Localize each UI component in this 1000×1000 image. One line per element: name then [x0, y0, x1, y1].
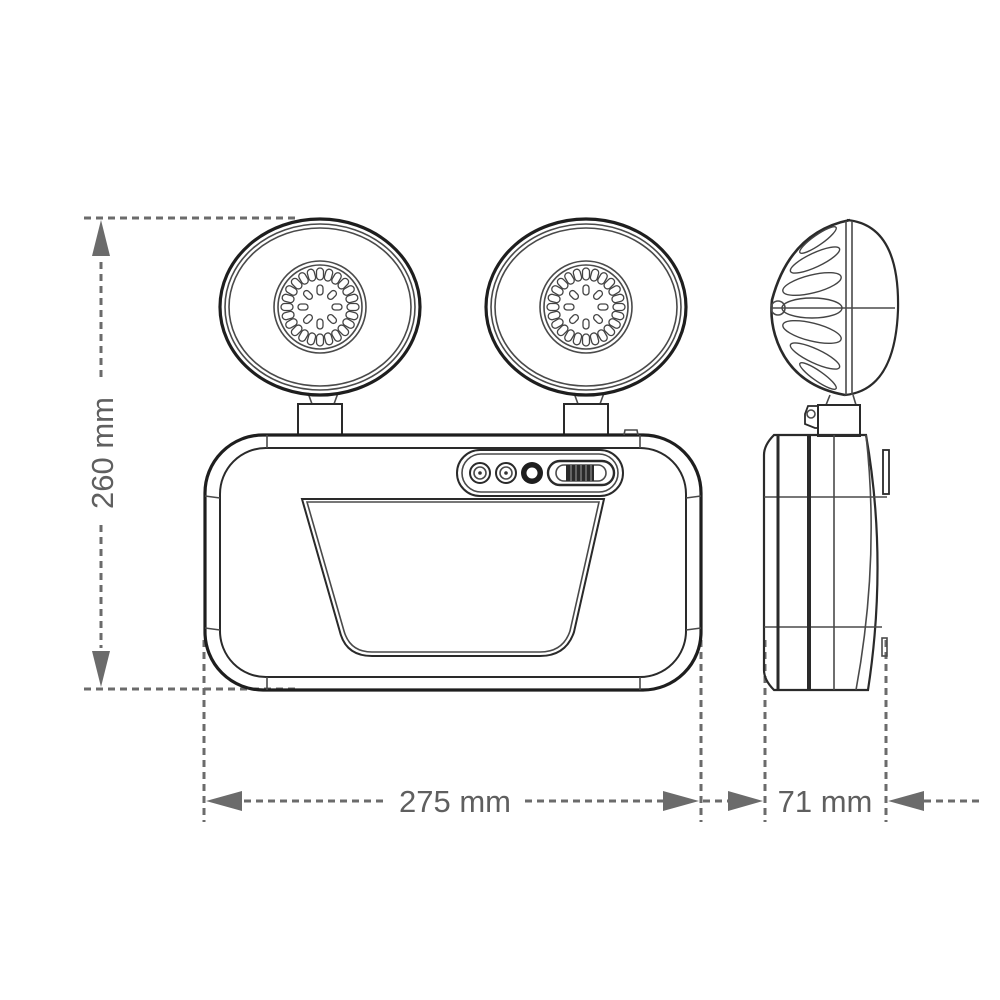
width-label: 275 mm: [399, 784, 511, 819]
arrow-right-icon: [728, 791, 763, 811]
arrow-left-icon: [206, 791, 242, 811]
arrow-left-icon: [888, 791, 924, 811]
test-button-icon: [521, 462, 543, 484]
lamp-head-right: [484, 217, 688, 397]
height-label: 260 mm: [85, 397, 120, 509]
arrow-up-icon: [92, 220, 110, 256]
indicator-led-icon: [469, 462, 491, 484]
arrow-right-icon: [663, 791, 699, 811]
width-dimension: 275 mm: [202, 640, 703, 822]
arrow-down-icon: [92, 651, 110, 687]
housing-body: [203, 429, 703, 692]
height-dimension: 260 mm: [84, 216, 300, 691]
led-array-icon: [539, 260, 633, 354]
lamp-neck-right: [563, 392, 609, 436]
front-view: [203, 217, 703, 692]
depth-dimension: 71 mm: [703, 640, 980, 822]
control-panel: [456, 449, 624, 497]
lamp-head-left: [218, 217, 422, 397]
side-view: [762, 218, 900, 692]
depth-label: 71 mm: [778, 784, 873, 819]
indicator-led-icon: [495, 462, 517, 484]
lamp-head-side: [770, 218, 900, 406]
led-array-icon: [273, 260, 367, 354]
lamp-neck-left: [297, 392, 343, 436]
sign-window: [300, 498, 606, 657]
slide-switch-icon: [546, 459, 616, 487]
housing-side: [762, 433, 890, 692]
